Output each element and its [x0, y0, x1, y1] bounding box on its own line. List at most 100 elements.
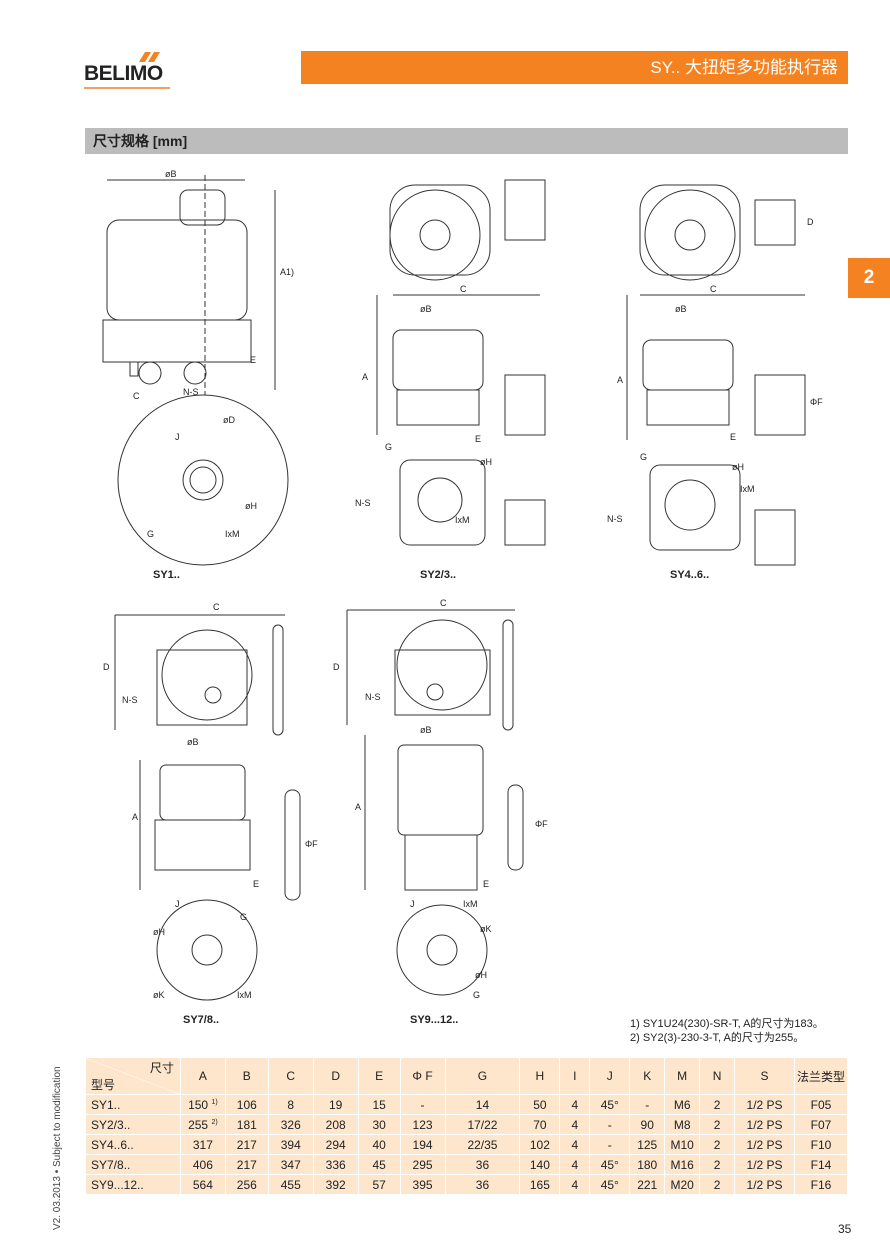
svg-text:SY9...12..: SY9...12..	[410, 1014, 458, 1026]
svg-text:A: A	[132, 812, 138, 822]
svg-text:IxM: IxM	[740, 484, 755, 494]
table-cell: F05	[793, 1094, 849, 1115]
table-cell: 256	[224, 1174, 269, 1195]
table-cell: 50	[519, 1094, 561, 1115]
cell-value: 255	[188, 1117, 209, 1132]
svg-text:A: A	[355, 802, 361, 812]
cell-a: 255 2)	[179, 1114, 226, 1135]
table-cell: 1/2 PS	[734, 1134, 795, 1155]
table-cell: 4	[559, 1174, 591, 1195]
header-model: 型号	[91, 1078, 116, 1092]
svg-text:øK: øK	[480, 924, 492, 934]
table-cell: 4	[559, 1134, 591, 1155]
svg-text:IxM: IxM	[225, 529, 240, 539]
table-cell: M6	[664, 1094, 701, 1115]
drawing-sy78: C D N-S øB A ΦF E J G øH øK IxM SY7/8..	[103, 602, 318, 1026]
column-header: N	[699, 1057, 736, 1095]
table-cell: 125	[629, 1134, 666, 1155]
table-cell: -	[589, 1114, 631, 1135]
table-cell: 2	[699, 1134, 736, 1155]
table-cell: 4	[559, 1094, 591, 1115]
svg-text:G: G	[473, 990, 480, 1000]
drawing-sy1: øB A1) E C N-S øD J øH G IxM SY1..	[102, 169, 294, 581]
section-title: 尺寸规格 [mm]	[85, 128, 848, 154]
page-number: 35	[838, 1222, 852, 1236]
drawing-sy912: C D N-S øB A ΦF E J IxM øK øH G SY9...12…	[333, 598, 548, 1026]
table-cell: 194	[399, 1134, 446, 1155]
table-cell: 30	[357, 1114, 401, 1135]
column-header: G	[444, 1057, 521, 1095]
column-header: M	[664, 1057, 701, 1095]
table-cell: 1/2 PS	[734, 1154, 795, 1175]
table-cell: 4	[559, 1154, 591, 1175]
column-header: K	[629, 1057, 666, 1095]
table-cell: 221	[629, 1174, 666, 1195]
svg-text:SY2/3..: SY2/3..	[420, 569, 456, 581]
table-cell: 8	[267, 1094, 314, 1115]
svg-text:øB: øB	[420, 304, 432, 314]
table-cell: 2	[699, 1154, 736, 1175]
svg-text:G: G	[385, 442, 392, 452]
version-note: V2. 03.2013 • Subject to modification	[52, 1066, 63, 1230]
table-cell: 45	[357, 1154, 401, 1175]
svg-text:N-S: N-S	[355, 498, 371, 508]
table-cell: 45°	[589, 1174, 631, 1195]
svg-text:E: E	[483, 879, 489, 889]
table-cell: 123	[399, 1114, 446, 1135]
table-cell: 394	[267, 1134, 314, 1155]
column-header: 法兰类型	[793, 1057, 849, 1095]
table-cell: 336	[312, 1154, 359, 1175]
cell-a: 406	[179, 1154, 226, 1175]
table-cell: -	[629, 1094, 666, 1115]
table-cell: 1/2 PS	[734, 1174, 795, 1195]
table-cell: F16	[793, 1174, 849, 1195]
table-cell: 140	[519, 1154, 561, 1175]
svg-text:D: D	[333, 662, 340, 672]
table-cell: 22/35	[444, 1134, 521, 1155]
table-cell: 90	[629, 1114, 666, 1135]
svg-text:A: A	[617, 375, 623, 385]
table-cell: -	[589, 1134, 631, 1155]
svg-text:ΦF: ΦF	[810, 397, 823, 407]
table-cell: F14	[793, 1154, 849, 1175]
table-cell: 2	[699, 1094, 736, 1115]
table-cell: 217	[224, 1134, 269, 1155]
cell-value: 564	[192, 1177, 213, 1192]
svg-text:N-S: N-S	[122, 695, 138, 705]
cell-value: 317	[192, 1137, 213, 1152]
table-cell: F10	[793, 1134, 849, 1155]
table-cell: 217	[224, 1154, 269, 1175]
model-cell: SY7/8..	[85, 1154, 181, 1175]
table-cell: 4	[559, 1114, 591, 1135]
table-cell: 2	[699, 1174, 736, 1195]
svg-text:øB: øB	[165, 169, 177, 179]
table-cell: 19	[312, 1094, 359, 1115]
table-cell: 165	[519, 1174, 561, 1195]
svg-text:E: E	[730, 432, 736, 442]
drawing-sy46: D C øB A ΦF E G øH N-S IxM SY4..6..	[607, 184, 823, 581]
logo-text: BELIMO	[84, 62, 163, 85]
svg-text:SY4..6..: SY4..6..	[670, 569, 709, 581]
svg-text:IxM: IxM	[463, 899, 478, 909]
table-cell: M8	[664, 1114, 701, 1135]
svg-text:A1): A1)	[280, 267, 294, 277]
footnote-ref: 1)	[211, 1098, 218, 1106]
svg-text:C: C	[710, 284, 717, 294]
svg-text:IxM: IxM	[455, 515, 470, 525]
svg-text:ΦF: ΦF	[305, 839, 318, 849]
svg-text:SY1..: SY1..	[153, 569, 180, 581]
svg-text:E: E	[475, 434, 481, 444]
svg-text:øH: øH	[153, 927, 165, 937]
table-cell: 70	[519, 1114, 561, 1135]
column-header: I	[559, 1057, 591, 1095]
table-cell: M10	[664, 1134, 701, 1155]
svg-text:ΦF: ΦF	[535, 819, 548, 829]
svg-text:E: E	[250, 355, 256, 365]
svg-text:N-S: N-S	[183, 387, 199, 397]
